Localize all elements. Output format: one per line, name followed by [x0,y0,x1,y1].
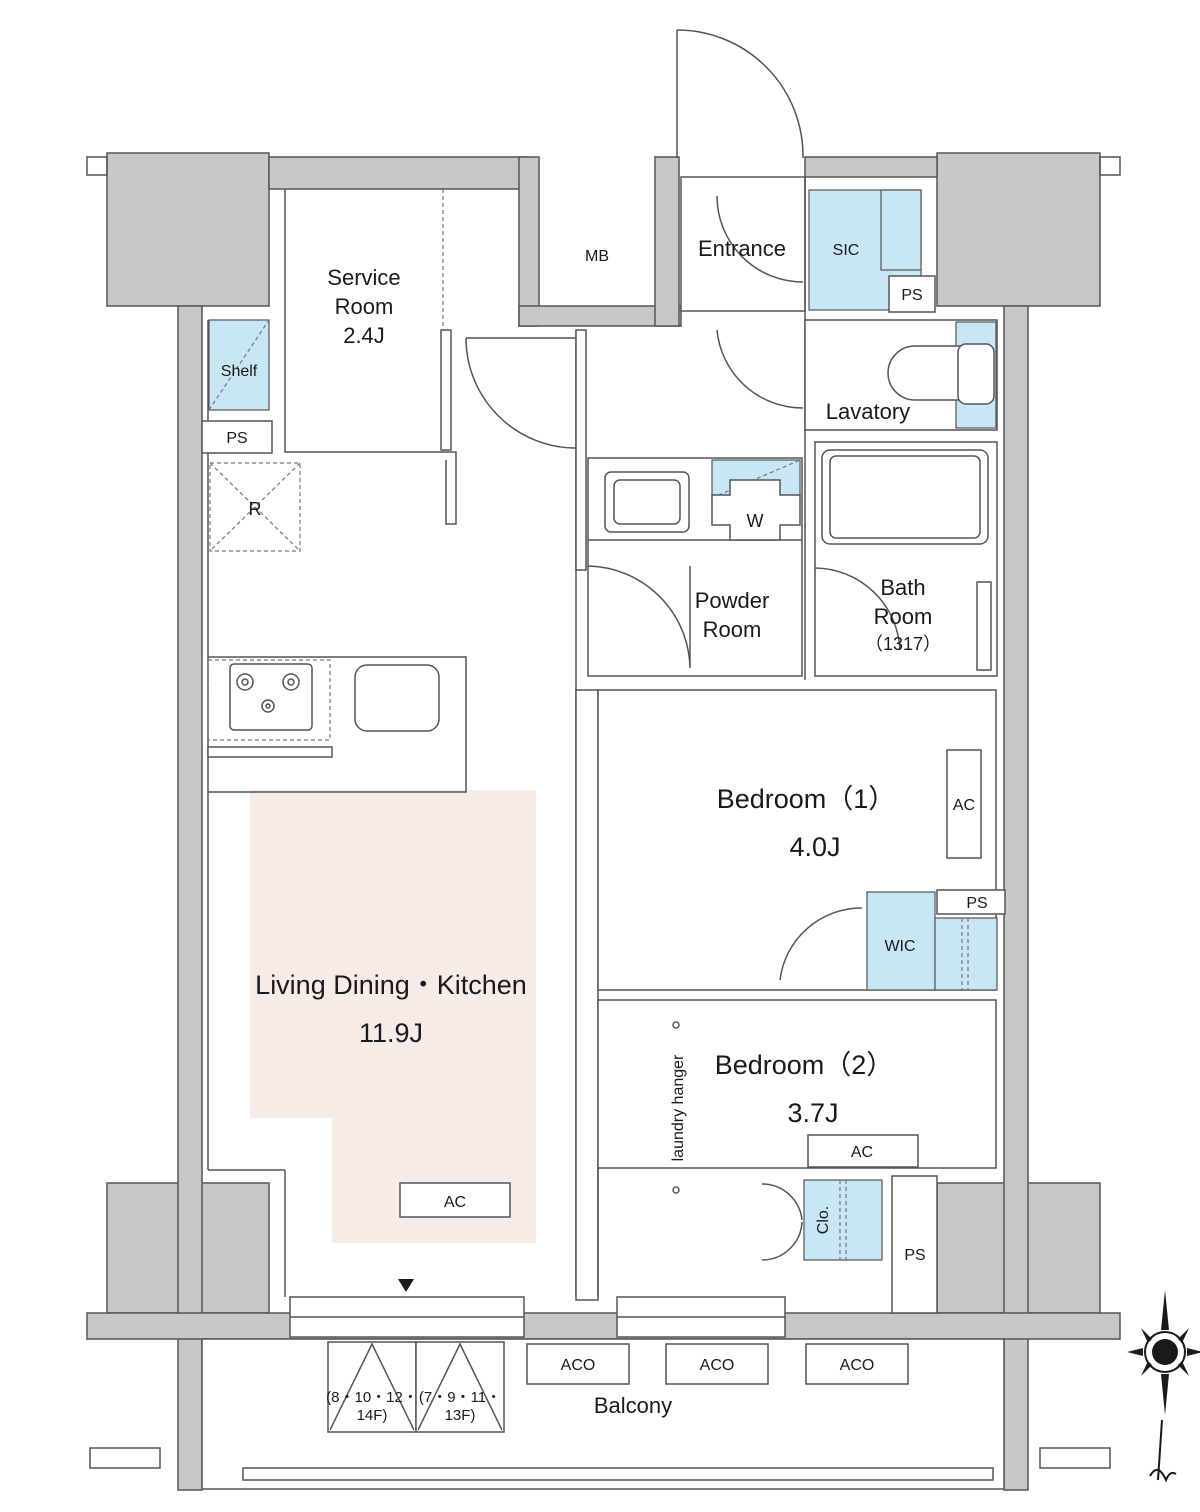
ps-entrance-label: PS [901,287,922,304]
ldk-size: 11.9J [359,1018,423,1048]
hatch-left-label-2: 14F) [357,1407,388,1424]
sink-icon [354,664,440,732]
bedroom2-label: Bedroom（2） [715,1050,894,1080]
compass-icon [1127,1290,1200,1483]
bedroom2-size: 3.7J [787,1098,838,1128]
toilet-icon [887,343,995,405]
laundry-hanger-label: laundry hanger [670,1054,687,1161]
bath-room-label-1: Bath [880,575,925,600]
wic-label: WIC [884,938,915,955]
structure-walls [86,152,1121,1491]
ldk-ac-label: AC [444,1194,466,1211]
ps-service-label: PS [226,430,247,447]
ldk-floor [250,790,536,1243]
ps-wic-label: PS [966,895,987,912]
doors [289,29,901,1338]
hatch-right-label-1: (7・9・11・ [419,1389,501,1406]
bedroom2-ac-label: AC [851,1144,873,1161]
bathtub-icon [821,449,989,545]
refrigerator-label: R [249,499,262,519]
entrance-label: Entrance [698,236,786,261]
bath-room-size: （1317） [865,634,941,654]
ldk-label: Living Dining・Kitchen [255,970,527,1000]
washer-label: W [747,511,764,531]
fixtures [207,343,995,1218]
entry-arrow-icon [398,1279,414,1292]
bedroom1-size: 4.0J [789,832,840,862]
stove-burner-icon [236,673,300,713]
mb-label: MB [585,248,609,265]
service-room-label-2: Room [335,294,394,319]
bedroom1-label: Bedroom（1） [717,784,896,814]
service-room-size: 2.4J [343,323,385,348]
hatch-right-label-2: 13F) [445,1407,476,1424]
balcony-label: Balcony [594,1393,672,1418]
aco-label-3: ACO [840,1357,875,1374]
bath-room-label-2: Room [874,604,933,629]
aco-label-2: ACO [700,1357,735,1374]
room-labels: Service Room 2.4J MB Entrance SIC PS She… [221,236,988,1424]
powder-room-label-1: Powder [695,588,770,613]
balcony [89,1338,1111,1490]
sic-label: SIC [833,242,860,259]
bedroom1-ac-label: AC [953,797,975,814]
aco-label-1: ACO [561,1357,596,1374]
powder-room-label-2: Room [703,617,762,642]
shelf-label: Shelf [221,363,258,380]
lavatory-label: Lavatory [826,399,910,424]
ps-bedroom2-label: PS [904,1247,925,1264]
service-room-label-1: Service [327,265,400,290]
clo-label: Clo. [815,1206,832,1234]
hatch-left-label-1: (8・10・12・ [326,1389,418,1406]
